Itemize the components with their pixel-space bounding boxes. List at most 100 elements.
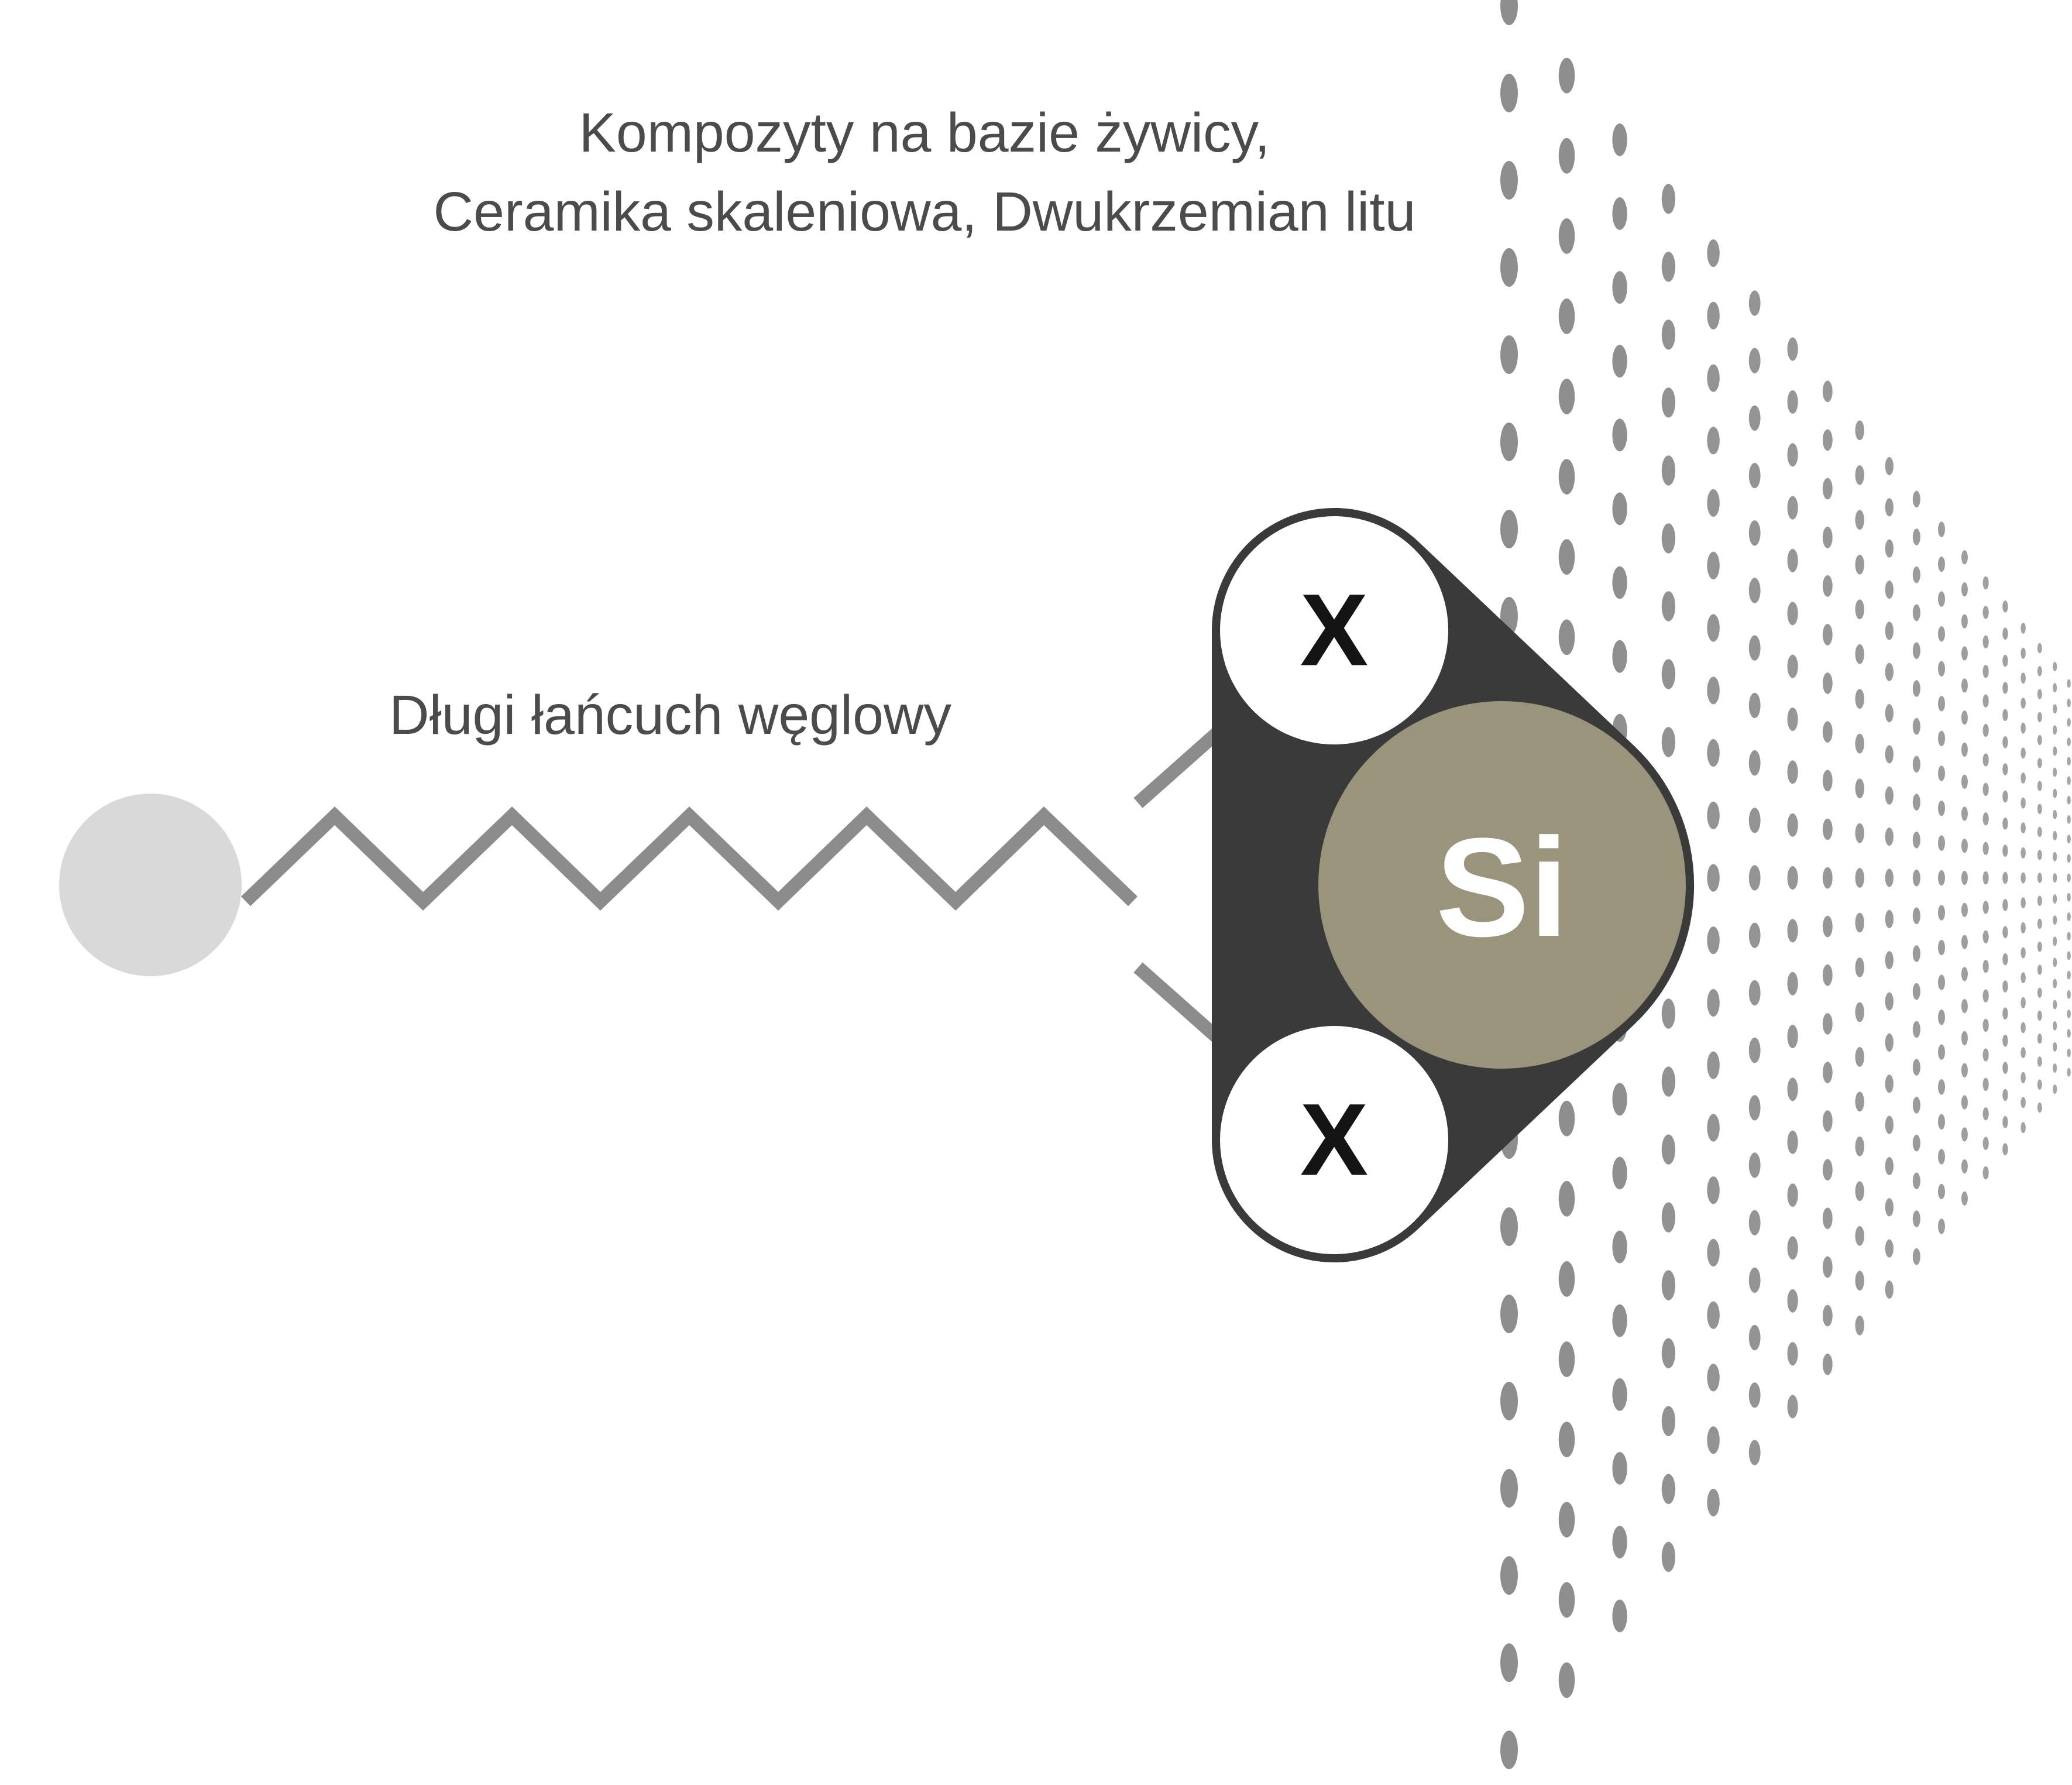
surface-dot — [1885, 909, 1894, 928]
surface-dot — [1855, 1047, 1864, 1067]
surface-dot — [2002, 845, 2008, 857]
surface-dot — [2067, 854, 2071, 863]
surface-dot — [1612, 197, 1627, 230]
surface-dot — [1885, 662, 1894, 681]
surface-dot — [1961, 870, 1968, 885]
surface-dot — [1612, 1526, 1627, 1559]
surface-dot — [1885, 745, 1894, 764]
surface-dot — [1822, 1353, 1833, 1375]
materials-caption-line2: Ceramika skaleniowa, Dwukrzemian litu — [433, 180, 1416, 243]
surface-dot — [1707, 1301, 1720, 1329]
surface-dot — [1855, 644, 1864, 664]
surface-dot — [1855, 420, 1864, 441]
surface-dot — [1748, 635, 1761, 661]
surface-dot — [1500, 1643, 1518, 1682]
surface-dot — [2037, 1102, 2042, 1113]
surface-dot — [1612, 566, 1627, 599]
surface-dot — [2037, 987, 2042, 998]
surface-dot — [1748, 1382, 1761, 1408]
surface-dot — [1748, 865, 1761, 891]
surface-dot — [1855, 1315, 1864, 1336]
surface-dot — [1982, 723, 1989, 737]
surface-dot — [1707, 926, 1720, 955]
surface-dot — [2053, 894, 2057, 904]
surface-dot — [2037, 918, 2042, 929]
surface-dot — [1855, 1181, 1864, 1202]
surface-dot — [1982, 606, 1989, 619]
surface-dot — [2002, 980, 2008, 993]
surface-dot — [1885, 539, 1894, 558]
surface-dot — [1748, 348, 1761, 373]
surface-dot — [2067, 776, 2071, 785]
surface-dot — [1885, 1075, 1894, 1093]
surface-dot — [1748, 1210, 1761, 1235]
surface-dot — [1787, 1183, 1798, 1207]
surface-dot — [1982, 1166, 1989, 1180]
surface-dot — [2053, 767, 2057, 777]
surface-dot — [1558, 1422, 1575, 1458]
surface-dot — [1885, 622, 1894, 640]
surface-dot — [1885, 498, 1894, 517]
surface-dot — [1748, 1440, 1761, 1465]
surface-dot — [1787, 919, 1798, 943]
surface-dot — [1707, 1426, 1720, 1454]
surface-dot — [1500, 74, 1518, 112]
surface-dot — [1822, 964, 1833, 986]
surface-dot — [1707, 864, 1720, 892]
surface-dot — [2021, 822, 2026, 834]
surface-dot — [1707, 364, 1720, 392]
surface-dot — [1661, 1542, 1676, 1572]
surface-dot — [1748, 922, 1761, 948]
surface-dot — [2037, 850, 2042, 860]
surface-dot — [1500, 335, 1518, 374]
surface-dot — [2037, 666, 2042, 677]
surface-dot — [2002, 818, 2008, 830]
surface-dot — [1982, 901, 1989, 914]
surface-dot — [1912, 718, 1920, 735]
surface-dot — [1612, 345, 1627, 378]
surface-dot — [2021, 897, 2026, 909]
surface-dot — [1707, 551, 1720, 579]
surface-dot — [1855, 912, 1864, 933]
surface-dot — [2002, 709, 2008, 722]
surface-dot — [1787, 443, 1798, 467]
surface-dot — [2021, 698, 2026, 709]
surface-dot — [1912, 490, 1920, 508]
surface-dot — [1961, 839, 1968, 853]
surface-dot — [1822, 1110, 1833, 1132]
surface-dot — [1707, 739, 1720, 767]
surface-dot — [2002, 654, 2008, 667]
surface-dot — [1912, 869, 1920, 887]
surface-dot — [1661, 591, 1676, 622]
surface-dot — [1787, 1342, 1798, 1366]
surface-dot — [1787, 390, 1798, 414]
surface-dot — [1938, 1114, 1945, 1130]
surface-dot — [1612, 1452, 1627, 1485]
surface-dot — [1855, 599, 1864, 620]
surface-dot — [1558, 459, 1575, 495]
surface-dot — [1748, 520, 1761, 546]
surface-dot — [1961, 1159, 1968, 1174]
surface-dot — [1748, 405, 1761, 431]
surface-dot — [2021, 647, 2026, 659]
surface-dot — [1961, 1191, 1968, 1206]
surface-dot — [2002, 1143, 2008, 1155]
surface-dot — [1938, 1010, 1945, 1025]
surface-dot — [1855, 1002, 1864, 1022]
surface-dot — [1938, 661, 1945, 677]
surface-dot — [1885, 828, 1894, 846]
surface-dot — [2067, 1010, 2071, 1018]
surface-dot — [2053, 725, 2057, 735]
surface-dot — [1822, 429, 1833, 451]
surface-dot — [1885, 1198, 1894, 1217]
surface-dot — [1961, 935, 1968, 949]
surface-dot — [2002, 736, 2008, 749]
silicon-circle — [1318, 701, 1686, 1069]
surface-dot — [1961, 614, 1968, 629]
surface-dot — [1961, 710, 1968, 725]
surface-dot — [2067, 893, 2071, 902]
surface-dot — [1912, 832, 1920, 849]
surface-dot — [1612, 640, 1627, 673]
